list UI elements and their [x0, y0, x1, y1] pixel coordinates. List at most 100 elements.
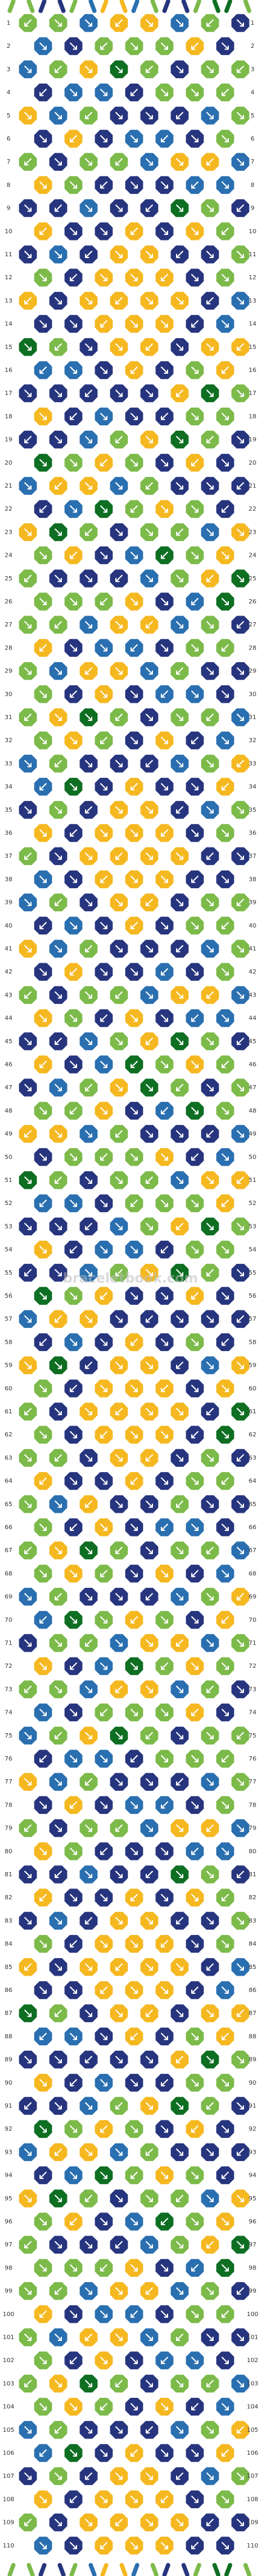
knot-arrow-icon: [130, 1894, 138, 1902]
knot: [33, 174, 53, 196]
knot: [200, 938, 220, 959]
knot: [185, 1748, 205, 1769]
knot: [169, 984, 190, 1006]
knot-arrow-icon: [55, 1130, 62, 1138]
knot-arrow-icon: [39, 690, 47, 698]
knot: [78, 105, 99, 126]
knot: [215, 869, 236, 890]
knot: [124, 2257, 144, 2279]
knot: [139, 707, 160, 728]
knot: [33, 1100, 53, 1121]
knot-arrow-icon: [161, 1940, 168, 1948]
knot-arrow-icon: [24, 2287, 32, 2295]
knot-arrow-icon: [161, 1801, 168, 1809]
knot: [124, 36, 144, 56]
row-number-right: 22: [249, 506, 257, 513]
knot-arrow-icon: [237, 1315, 244, 1323]
knot: [169, 2420, 190, 2440]
knot: [33, 1378, 53, 1399]
row-number-left: 108: [2, 2496, 14, 2503]
row-number-left: 63: [5, 1455, 13, 1461]
knot-arrow-icon: [24, 760, 32, 768]
knot-arrow-icon: [70, 1524, 77, 1531]
knot: [93, 2165, 114, 2186]
knot-arrow-icon: [206, 1778, 214, 1786]
knot: [93, 915, 114, 936]
knot-arrow-icon: [115, 2472, 123, 2480]
knot-arrow-icon: [39, 274, 47, 282]
knot-arrow-icon: [237, 251, 244, 258]
strand-end: [120, 0, 127, 13]
knot-arrow-icon: [161, 367, 168, 374]
knot: [78, 892, 99, 913]
knot: [154, 1147, 175, 1167]
knot-arrow-icon: [85, 2472, 92, 2480]
knot-arrow-icon: [191, 1431, 198, 1439]
knot-arrow-icon: [85, 1731, 92, 1739]
knot-arrow-icon: [115, 65, 123, 73]
knot: [109, 614, 129, 635]
knot: [185, 360, 205, 380]
knot: [48, 1494, 69, 1515]
knot: [93, 128, 114, 149]
knot-arrow-icon: [24, 1778, 32, 1786]
knot-arrow-icon: [237, 390, 244, 397]
knot: [139, 1123, 160, 1144]
knot-arrow-icon: [176, 297, 183, 305]
row-number-left: 4: [7, 90, 10, 96]
knot: [124, 915, 144, 936]
knot: [215, 545, 236, 566]
knot: [33, 1563, 53, 1584]
knot-arrow-icon: [176, 1963, 183, 1971]
knot: [139, 800, 160, 820]
knot: [169, 1910, 190, 1931]
knot-arrow-icon: [115, 1454, 123, 1462]
knot: [215, 174, 236, 196]
knot-arrow-icon: [206, 898, 214, 906]
knot-arrow-icon: [237, 806, 244, 814]
knot: [169, 522, 190, 543]
knot-arrow-icon: [130, 1616, 138, 1624]
knot: [200, 1679, 220, 1700]
knot-arrow-icon: [100, 1616, 107, 1624]
knot: [93, 1378, 114, 1399]
knot: [93, 1007, 114, 1029]
knot-arrow-icon: [39, 1524, 47, 1531]
knot: [109, 1957, 129, 1977]
knot: [109, 2512, 129, 2533]
knot-arrow-icon: [146, 2241, 153, 2249]
knot: [78, 800, 99, 820]
knot: [48, 476, 69, 496]
knot-arrow-icon: [55, 1824, 62, 1832]
knot-arrow-icon: [85, 806, 92, 814]
knot-arrow-icon: [146, 806, 153, 814]
knot: [124, 1933, 144, 1954]
knot: [63, 128, 84, 149]
knot: [139, 1170, 160, 1190]
knot: [215, 1933, 236, 1954]
knot: [33, 1424, 53, 1445]
knot: [78, 1077, 99, 1098]
knot-arrow-icon: [130, 1708, 138, 1716]
knot: [109, 1540, 129, 1561]
knot: [48, 2512, 69, 2533]
knot: [200, 846, 220, 866]
knot-arrow-icon: [39, 2171, 47, 2179]
knot-arrow-icon: [100, 1431, 107, 1439]
knot: [230, 1401, 251, 1422]
knot: [230, 846, 251, 866]
knot: [18, 244, 38, 265]
knot: [200, 1910, 220, 1931]
row-number-right: 76: [249, 1756, 257, 1762]
knot-arrow-icon: [146, 482, 153, 490]
knot: [78, 2188, 99, 2209]
knot: [200, 1540, 220, 1561]
knot-arrow-icon: [24, 2334, 32, 2341]
knot-arrow-icon: [206, 65, 214, 73]
knot: [93, 2304, 114, 2325]
knot-arrow-icon: [55, 1177, 62, 1184]
strand-end: [162, 0, 171, 13]
knot-arrow-icon: [100, 413, 107, 420]
knot: [139, 614, 160, 635]
row-number-right: 81: [249, 1871, 257, 1878]
